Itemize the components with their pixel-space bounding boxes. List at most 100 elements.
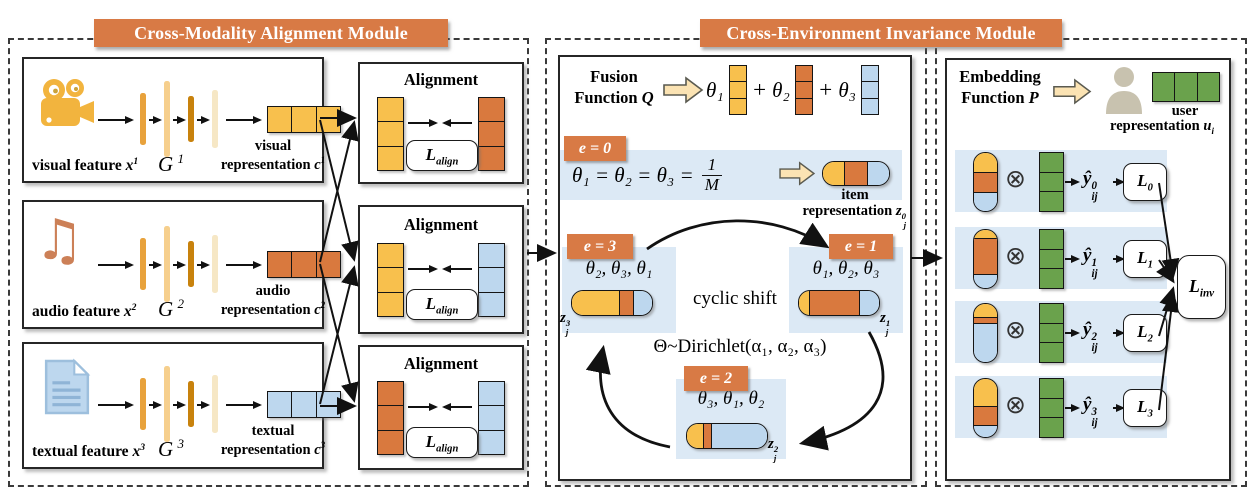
plus-sign: + [817,77,834,102]
arrow-icon [1113,403,1125,412]
cross-modality-module-title: Cross-Modality Alignment Module [94,19,448,47]
item-pill [973,229,998,289]
block-arrow-icon [779,161,816,186]
visual-feature-label: visual feature x1 [32,155,139,174]
alignment-right-cells [478,381,505,455]
arrow-icon [1065,254,1080,263]
audio-representation-label: audio representation c2 [220,283,326,318]
person-icon [1106,67,1142,114]
loss-box-2: L2 [1123,314,1167,352]
fusion-sum-expression: θ₁ + θ₂ + θ₃ [706,62,906,118]
network-bar [212,375,218,433]
e1-badge: e = 1 [829,234,893,259]
fusion-function-label: Fusion Function Q [574,67,654,108]
e2-badge: e = 2 [684,366,748,391]
arrow-icon [1113,328,1125,337]
arrow-icon [98,260,134,269]
e0-equation: θ₁ = θ₂ = θ₃ = 1 M [572,152,723,198]
user-representation-cells [1152,72,1220,102]
network-bar [188,381,194,427]
arrow-icon [408,264,438,273]
arrow-icon [1113,177,1125,186]
user-cells [1039,229,1064,289]
arrow-icon [1113,254,1125,263]
alignment-box-3: Alignment Lalign [358,345,524,470]
alignment-right-cells [478,97,505,171]
network-bar [140,378,146,430]
music-note-icon: ♫ [34,208,85,273]
theta3-coefficient: θ₃ [838,77,856,102]
arrow-icon [442,402,472,411]
visual-vector-cells [728,65,747,115]
document-icon [44,358,91,415]
user-cells [1039,152,1064,212]
arrow-icon [226,400,262,409]
arrow-icon [1065,177,1080,186]
arrow-icon [1065,403,1080,412]
item-pill [973,378,998,438]
visual-representation-cells [267,106,341,133]
alignment-box-1: Alignment Lalign [358,62,524,184]
user-cells [1039,378,1064,438]
otimes-icon: ⊗ [1005,243,1026,270]
block-arrow-icon [1053,78,1092,105]
arrow-icon [173,400,186,409]
e3-thetas: θ₂, θ₃, θ₁ [585,258,653,279]
theta2-coefficient: θ₂ [772,77,790,102]
network-bar [164,226,170,302]
textual-feature-box: G 3 textual representation c3 textual fe… [22,342,341,469]
arrow-icon [197,115,210,124]
user-representation-caption: representation ui [1110,118,1214,136]
arrow-icon [442,118,472,127]
arrow-icon [408,118,438,127]
alignment-left-cells [377,97,404,171]
network-bar [212,235,218,293]
item-representation-pill [822,161,890,186]
otimes-icon: ⊗ [1005,317,1026,344]
user-caption: user [1171,103,1199,119]
arrow-icon [1065,328,1080,337]
item-caption: item [841,187,869,203]
arrow-icon [226,260,262,269]
alignment-title: Alignment [403,354,479,373]
network-bar [164,81,170,157]
user-cells [1039,303,1064,363]
audio-vector-cells [794,65,813,115]
e1-item-pill [798,290,880,316]
arrow-icon [149,400,162,409]
arrow-icon [408,402,438,411]
item-pill [973,303,998,363]
e1-thetas: θ₁, θ₂, θ₃ [812,258,880,279]
audio-feature-box: ♫ G 2 audio representation c2 audio feat… [22,200,341,329]
network-label: G 1 [158,151,184,176]
network-label: G 3 [158,436,184,461]
textual-feature-label: textual feature x3 [32,441,145,460]
alignment-loss: Lalign [406,289,478,320]
arrow-icon [197,260,210,269]
theta1-coefficient: θ₁ [706,77,724,102]
fraction: 1 M [701,155,723,194]
network-bar [164,366,170,442]
cyclic-shift-label: cyclic shift [693,288,777,309]
alignment-loss: Lalign [406,427,478,458]
alignment-box-2: Alignment Lalign [358,205,524,334]
audio-representation-cells [267,251,341,278]
arrow-icon [149,115,162,124]
alignment-left-cells [377,243,404,317]
alignment-left-cells [377,381,404,455]
item-pill [973,152,998,212]
network-label: G 2 [158,296,184,321]
e2-thetas: θ₃, θ₁, θ₂ [697,388,765,409]
alignment-loss: Lalign [406,140,478,171]
alignment-title: Alignment [403,70,479,89]
